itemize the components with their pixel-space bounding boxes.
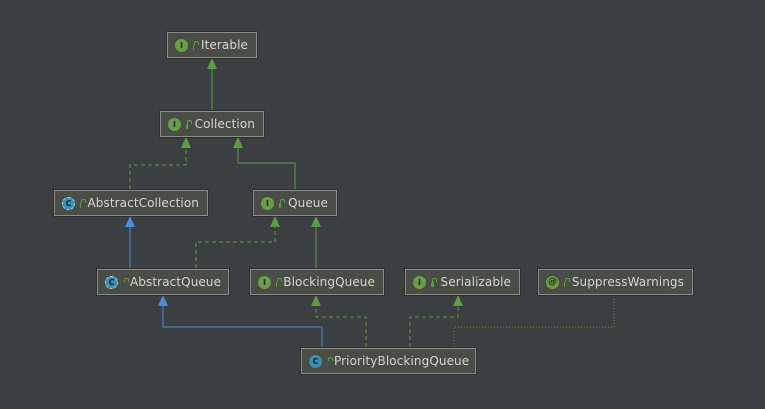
lock-icon — [279, 198, 286, 208]
node-label: Queue — [288, 196, 328, 210]
lock-icon — [193, 40, 199, 50]
arrowhead — [181, 137, 191, 148]
arrowhead — [311, 295, 321, 306]
lock-icon — [186, 119, 191, 129]
node-queue[interactable]: I Queue — [253, 190, 337, 216]
node-abstract-collection[interactable]: C AbstractCollection — [54, 190, 208, 216]
interface-icon: I — [258, 275, 271, 289]
node-iterable[interactable]: I Iterable — [167, 32, 257, 58]
arrowhead — [158, 295, 168, 306]
edge-abstractcollection-implements-collection — [129, 141, 187, 189]
abstract-class-icon: C — [105, 275, 118, 289]
edge-abstractqueue-implements-queue — [195, 220, 276, 268]
arrowhead — [311, 216, 321, 227]
node-label: AbstractCollection — [87, 196, 199, 210]
node-collection[interactable]: I Collection — [160, 111, 264, 137]
edge-queue-extends-collection — [237, 141, 296, 189]
node-label: PriorityBlockingQueue — [334, 354, 470, 368]
node-label: Collection — [194, 117, 255, 131]
edge-priorityblockingqueue-implements-blockingqueue — [315, 299, 367, 347]
node-suppress-warnings[interactable]: @ SuppressWarnings — [538, 269, 693, 295]
annotation-icon: @ — [546, 275, 559, 289]
lock-icon — [431, 277, 437, 287]
node-label: AbstractQueue — [130, 275, 222, 289]
node-serializable[interactable]: I Serializable — [405, 269, 520, 295]
interface-icon: I — [413, 275, 426, 289]
arrowhead — [125, 216, 135, 227]
node-abstract-queue[interactable]: C AbstractQueue — [97, 269, 229, 295]
lock-icon — [564, 277, 569, 287]
node-label: Serializable — [440, 275, 511, 289]
node-label: BlockingQueue — [283, 275, 375, 289]
class-icon: C — [309, 354, 322, 368]
node-label: Iterable — [200, 38, 248, 52]
node-priority-blocking-queue[interactable]: C PriorityBlockingQueue — [301, 348, 476, 374]
node-blocking-queue[interactable]: I BlockingQueue — [250, 269, 384, 295]
edge-priorityblockingqueue-implements-serializable — [409, 299, 459, 347]
arrowhead — [207, 58, 217, 69]
interface-icon: I — [175, 38, 188, 52]
edge-priorityblockingqueue-annotated-suppresswarnings — [453, 297, 615, 347]
abstract-class-icon: C — [62, 196, 75, 210]
interface-icon: I — [168, 117, 181, 131]
interface-icon: I — [261, 196, 274, 210]
edge-priorityblockingqueue-extends-abstractqueue — [162, 299, 323, 347]
arrowhead — [233, 137, 243, 148]
arrowhead — [270, 216, 280, 227]
arrowhead — [453, 295, 463, 306]
node-label: SuppressWarnings — [571, 275, 684, 289]
